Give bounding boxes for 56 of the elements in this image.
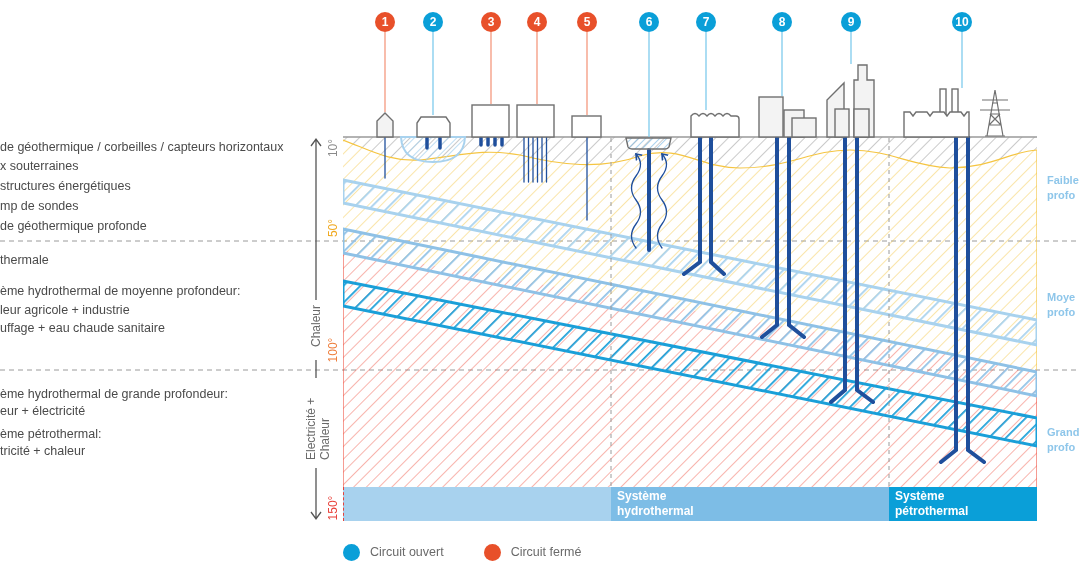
depth-zone-label: Grand profo <box>1047 425 1080 455</box>
list-item-text: de géothermique / corbeilles / capteurs horizontaux <box>0 139 284 155</box>
list-item-text: ème hydrothermal de moyenne profondeur: <box>0 283 241 299</box>
greenhouse-drawing <box>690 110 740 137</box>
callout-number: 2 <box>423 12 443 32</box>
depth-zone-label: Faible profo <box>1047 173 1080 203</box>
building-drawing <box>516 104 555 137</box>
leader-line <box>536 31 538 105</box>
leader-line <box>781 31 783 97</box>
axis-label: Chaleur <box>309 305 323 347</box>
leader-line <box>961 31 963 89</box>
callout-number: 10 <box>952 12 972 32</box>
leader-line <box>432 31 434 116</box>
legend-label: Circuit fermé <box>510 544 582 561</box>
list-item-text: de géothermique profonde <box>0 218 147 234</box>
callout-number: 8 <box>772 12 792 32</box>
leader-line <box>648 31 650 138</box>
callout-number: 1 <box>375 12 395 32</box>
list-item-text: uffage + eau chaude sanitaire <box>0 320 165 336</box>
building-drawing <box>571 115 602 137</box>
callout-number: 6 <box>639 12 659 32</box>
leader-line <box>384 31 386 113</box>
list-item-text: thermale <box>0 252 49 268</box>
list-item-text: mp de sondes <box>0 198 79 214</box>
axis-label: Electricité + Chaleur <box>304 396 332 460</box>
temperature-label: 100° <box>326 337 340 363</box>
reservoir-drawing <box>625 137 672 150</box>
list-item-text: structures énergétiques <box>0 178 131 194</box>
callout-number: 7 <box>696 12 716 32</box>
list-item-text: tricité + chaleur <box>0 443 86 459</box>
callout-number: 4 <box>527 12 547 32</box>
list-item-text: x souterraines <box>0 158 79 174</box>
leader-line <box>490 31 492 105</box>
depth-zone-label: Moye profo <box>1047 290 1077 320</box>
leader-line <box>705 31 707 111</box>
system-band: Système pétrothermal <box>889 487 1037 521</box>
callout-number: 9 <box>841 12 861 32</box>
legend-label: Circuit ouvert <box>370 544 444 561</box>
temperature-label: 50° <box>326 218 340 238</box>
power-plant-drawing <box>903 88 970 137</box>
temperature-label: 150° <box>326 495 340 521</box>
system-band <box>343 487 611 521</box>
list-item-text: ème hydrothermal de grande profondeur: <box>0 386 228 402</box>
list-item-text: eur + électricité <box>0 403 86 419</box>
buildings-drawing <box>758 96 817 137</box>
house-drawing <box>376 112 394 137</box>
list-item-text: leur agricole + industrie <box>0 302 130 318</box>
leader-line <box>850 31 852 65</box>
list-item-text: ème pétrothermal: <box>0 426 102 442</box>
system-band: Système hydrothermal <box>611 487 889 521</box>
temperature-label: 10° <box>326 138 340 158</box>
building-drawing <box>471 104 510 137</box>
callout-number: 3 <box>481 12 501 32</box>
factory-drawing <box>826 64 876 137</box>
callout-number: 5 <box>577 12 597 32</box>
leader-line <box>586 31 588 116</box>
